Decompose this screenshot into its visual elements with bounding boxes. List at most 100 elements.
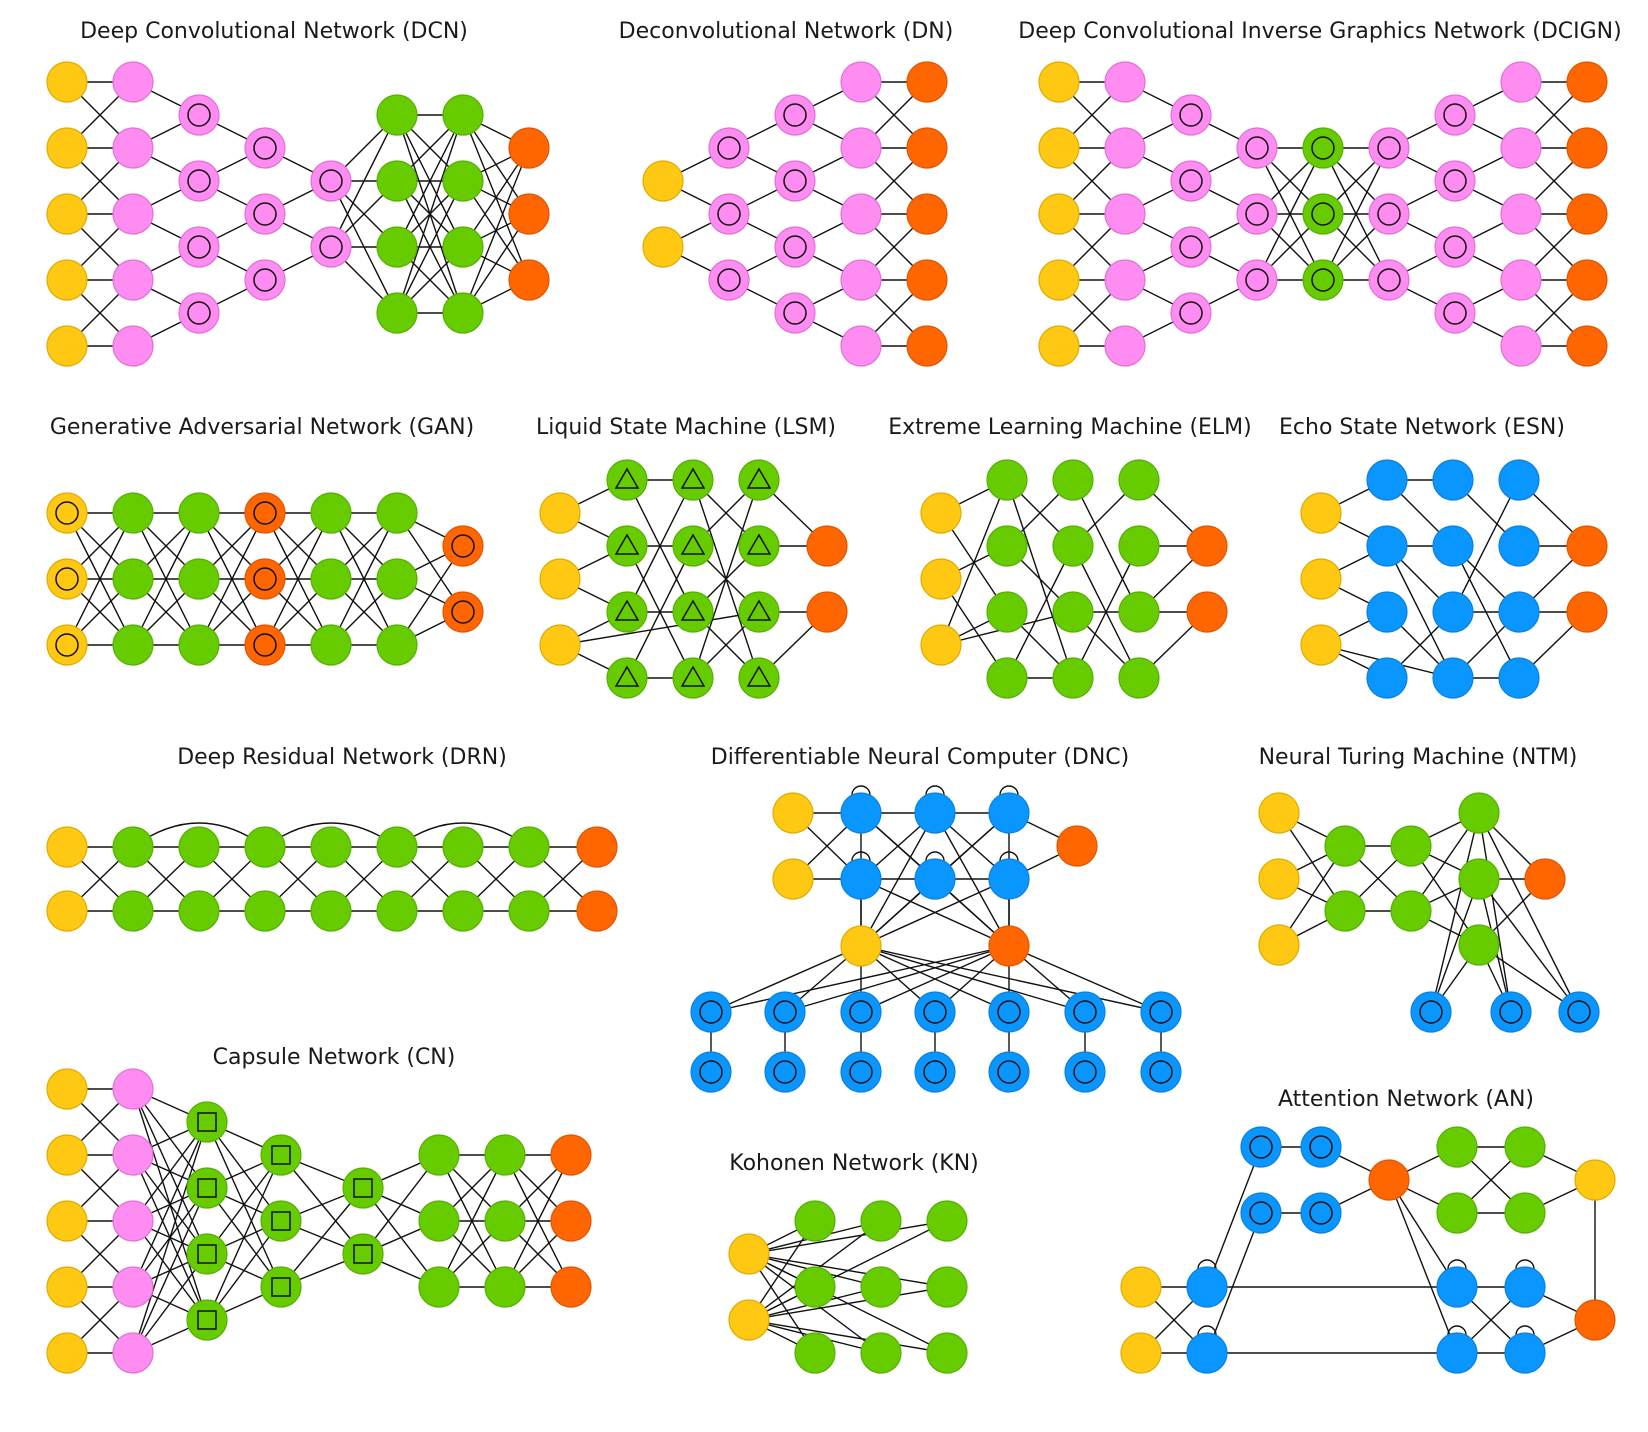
hidden-neuron xyxy=(442,890,484,932)
inner-circle-mark xyxy=(1311,202,1335,226)
kernel-neuron xyxy=(1434,292,1476,334)
output-neuron xyxy=(806,525,848,567)
connection-line xyxy=(396,114,464,248)
inner-circle-mark xyxy=(849,1060,873,1084)
output-neuron xyxy=(244,492,286,534)
input-neuron xyxy=(1038,61,1080,103)
inner-circle-mark xyxy=(1377,136,1401,160)
input-neuron xyxy=(840,925,882,967)
inner-circle-mark xyxy=(55,567,79,591)
input-neuron xyxy=(46,826,88,868)
connection-line xyxy=(132,1121,208,1222)
connection-line xyxy=(66,512,134,646)
hidden-neuron xyxy=(484,1134,526,1176)
inner-circle-mark xyxy=(717,136,741,160)
hidden-neuron xyxy=(376,94,418,136)
kernel-neuron xyxy=(774,226,816,268)
inner-circle-mark xyxy=(1073,1000,1097,1024)
output-neuron xyxy=(1186,525,1228,567)
inner-circle-mark xyxy=(773,1000,797,1024)
kernel-neuron xyxy=(840,193,882,235)
square-mark xyxy=(271,1145,291,1165)
inner-circle-mark xyxy=(783,301,807,325)
dn-title: Deconvolutional Network (DN) xyxy=(619,19,954,44)
output-neuron xyxy=(576,890,618,932)
inner-circle-mark xyxy=(187,301,211,325)
inner-circle-mark xyxy=(997,1060,1021,1084)
hidden-neuron xyxy=(112,890,154,932)
hidden-neuron xyxy=(442,160,484,202)
hidden-neuron xyxy=(1324,825,1366,867)
kernel-neuron xyxy=(1500,61,1542,103)
memory-neuron xyxy=(914,792,956,834)
connection-line xyxy=(462,147,530,314)
inner-circle-mark xyxy=(1567,1000,1591,1024)
hidden-neuron xyxy=(926,1332,968,1374)
input-neuron xyxy=(46,193,88,235)
connection-line xyxy=(396,114,464,314)
hidden-neuron xyxy=(376,890,418,932)
memory-neuron xyxy=(1140,1051,1182,1093)
connection-line xyxy=(132,1121,208,1288)
memory-neuron xyxy=(1498,525,1540,567)
hidden-neuron xyxy=(418,1134,460,1176)
inner-circle-mark xyxy=(1309,1201,1333,1225)
memory-neuron xyxy=(988,1051,1030,1093)
cn-title: Capsule Network (CN) xyxy=(213,1045,456,1070)
output-neuron xyxy=(508,259,550,301)
connection-line xyxy=(206,1154,282,1255)
connection-line xyxy=(132,1121,208,1354)
inner-circle-mark xyxy=(1443,301,1467,325)
inner-circle-mark xyxy=(55,501,79,525)
memory-neuron xyxy=(1240,1192,1282,1234)
kernel-neuron xyxy=(244,193,286,235)
triangle-mark xyxy=(614,533,640,555)
triangle-mark xyxy=(680,533,706,555)
connection-line xyxy=(1006,545,1074,679)
input-neuron xyxy=(1038,259,1080,301)
input-neuron xyxy=(46,1134,88,1176)
hidden-neuron xyxy=(310,558,352,600)
kernel-neuron xyxy=(178,292,220,334)
output-neuron xyxy=(244,558,286,600)
inner-circle-mark xyxy=(253,501,277,525)
hidden-neuron xyxy=(738,591,780,633)
inner-circle-mark xyxy=(997,1000,1021,1024)
memory-neuron xyxy=(764,1051,806,1093)
inner-circle-mark xyxy=(1073,1060,1097,1084)
triangle-mark xyxy=(614,665,640,687)
connection-line xyxy=(132,1187,208,1354)
connection-line xyxy=(934,812,1010,947)
connection-line xyxy=(748,1319,948,1354)
hidden-neuron xyxy=(376,160,418,202)
connection-line xyxy=(504,1154,572,1288)
dnc-title: Differentiable Neural Computer (DNC) xyxy=(711,745,1129,770)
memory-neuron xyxy=(1366,657,1408,699)
connection-line xyxy=(198,512,266,646)
kernel-neuron xyxy=(840,259,882,301)
connection-line xyxy=(860,945,1086,1013)
memory-neuron xyxy=(840,792,882,834)
hidden-neuron xyxy=(376,292,418,334)
input-neuron xyxy=(1574,1159,1616,1201)
self-loop xyxy=(1197,1259,1217,1270)
input-neuron xyxy=(920,492,962,534)
connection-line xyxy=(710,945,1010,1013)
square-mark xyxy=(197,1244,217,1264)
inner-circle-mark xyxy=(253,268,277,292)
hidden-neuron xyxy=(1436,1192,1478,1234)
hidden-neuron xyxy=(860,1332,902,1374)
output-neuron xyxy=(1566,193,1608,235)
kernel-neuron xyxy=(774,160,816,202)
output-neuron xyxy=(906,193,948,235)
square-mark xyxy=(197,1310,217,1330)
hidden-neuron xyxy=(442,226,484,268)
input-neuron xyxy=(920,624,962,666)
dcign-title: Deep Convolutional Inverse Graphics Netw… xyxy=(1018,19,1621,44)
inner-circle-mark xyxy=(717,202,741,226)
kernel-neuron xyxy=(112,325,154,367)
neuron-nodes xyxy=(46,61,1616,1374)
hidden-neuron xyxy=(260,1200,302,1242)
kernel-neuron xyxy=(112,127,154,169)
